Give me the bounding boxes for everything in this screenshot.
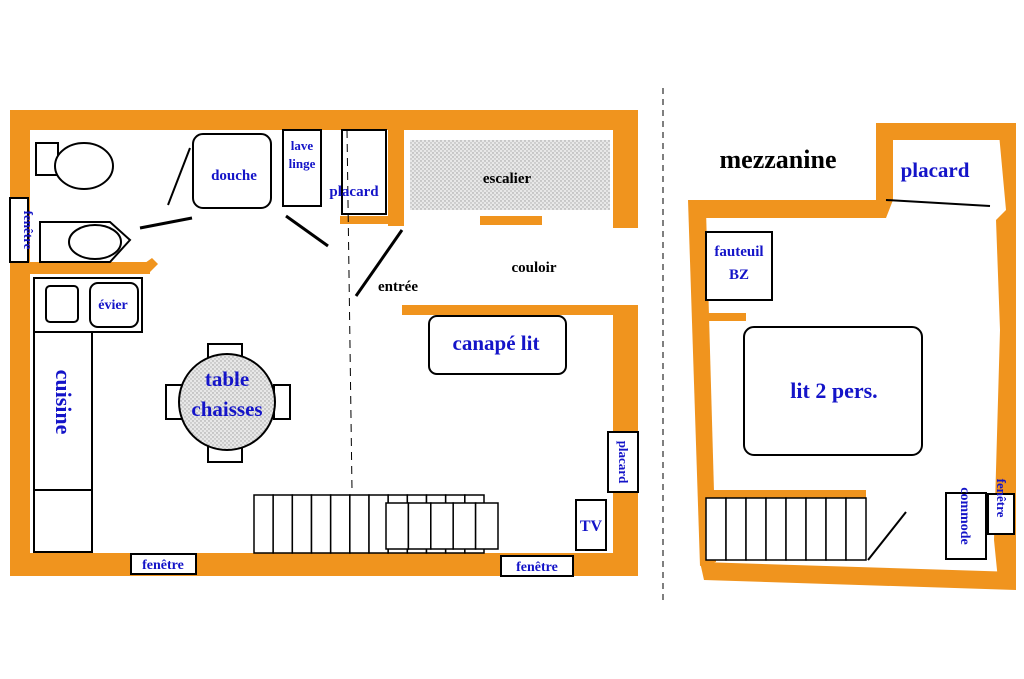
stair-step <box>745 497 767 561</box>
label-tv: TV <box>580 518 603 535</box>
stair-step <box>805 497 827 561</box>
stair-hatch <box>410 140 610 210</box>
label-commode: commode <box>957 487 972 545</box>
label-fenetre-mezz: fenêtre <box>994 479 1009 518</box>
stair-step <box>452 502 477 550</box>
label-canape-lit: canapé lit <box>453 331 540 355</box>
mezz-wall-right <box>994 123 1016 590</box>
washing-machine-box <box>282 129 322 207</box>
label-fauteuil: fauteuil <box>714 244 763 260</box>
mezz-wall-inner <box>706 313 746 321</box>
stair-step <box>705 497 727 561</box>
armchair-box <box>705 231 773 301</box>
wall-kitchen <box>10 262 150 274</box>
stair-step <box>329 494 351 554</box>
label-couloir: couloir <box>512 260 557 276</box>
kitchen-cabinet <box>33 489 93 553</box>
stair-step <box>825 497 847 561</box>
wall-right-upper <box>613 110 638 228</box>
wall-top <box>10 110 638 130</box>
window-bottom-right <box>500 555 574 577</box>
label-fenetre-bottom-left: fenêtre <box>142 558 184 573</box>
mezz-wall-stair <box>706 490 866 498</box>
label-linge: linge <box>289 156 316 171</box>
label-table: table <box>205 367 249 391</box>
stove-icon <box>45 285 79 323</box>
placard-right-box <box>607 431 639 493</box>
label-fenetre-bottom-right: fenêtre <box>516 560 558 575</box>
stair-step <box>291 494 313 554</box>
mezz-wall-bottom <box>700 562 1016 590</box>
mezz-placard-line <box>885 199 991 207</box>
mezz-door-line <box>867 511 907 561</box>
entry-door-line <box>354 229 404 297</box>
wall-stair-corner <box>388 215 404 225</box>
stair-step <box>385 502 410 550</box>
shower-door-line <box>167 147 191 206</box>
bed-box <box>743 326 923 456</box>
tv-box <box>575 499 607 551</box>
stair-step <box>407 502 432 550</box>
wall-stair-mid <box>480 216 542 225</box>
mezz-stairs-icon <box>705 497 867 561</box>
bathroom-sink-icon <box>39 221 132 263</box>
label-chaisses: chaisses <box>191 397 262 421</box>
label-evier: évier <box>98 298 128 313</box>
window-bottom-left <box>130 553 197 575</box>
label-placard-top: placard <box>329 184 379 200</box>
shower-box <box>192 133 272 209</box>
dining-table-icon <box>165 343 291 463</box>
mezz-wall-left <box>688 200 716 566</box>
dresser-box <box>945 492 987 560</box>
stair-step <box>765 497 787 561</box>
stair-step <box>349 494 370 554</box>
kitchen-sink-icon <box>89 282 139 328</box>
ground-floor-plan: douche lave linge placard escalier fenêt… <box>9 110 639 577</box>
sofa-bed-box <box>428 315 567 375</box>
stair-step <box>253 494 274 554</box>
stair-step <box>785 497 807 561</box>
wall-left <box>10 110 30 576</box>
stair-step <box>310 494 332 554</box>
bath-door-line <box>139 216 193 230</box>
wall-placard-bottom <box>340 216 388 224</box>
toilet-icon <box>35 142 114 190</box>
label-fenetre-left: fenêtre <box>21 211 36 250</box>
bath-door-swing <box>285 214 329 248</box>
label-mezzanine: mezzanine <box>720 145 837 174</box>
wall-stair-left <box>388 130 404 226</box>
stair-step <box>474 502 499 550</box>
label-bz: BZ <box>729 267 749 283</box>
wall-living-top <box>402 305 638 315</box>
label-entree: entrée <box>378 279 418 295</box>
mezzanine-plan: mezzanine placard fauteuil BZ lit 2 pers… <box>688 123 1016 590</box>
stair-step <box>272 494 294 554</box>
stair-step <box>430 502 454 550</box>
label-placard-right: placard <box>616 441 631 484</box>
kitchen-counter-side <box>33 331 93 491</box>
stair-step <box>725 497 747 561</box>
label-escalier: escalier <box>483 171 532 187</box>
dashed-line <box>346 129 353 491</box>
label-lave: lave <box>291 138 314 153</box>
label-douche: douche <box>211 168 257 184</box>
label-cuisine: cuisine <box>51 370 76 435</box>
stairs-icon <box>253 494 499 554</box>
placard-top-box <box>341 129 387 215</box>
mezz-window-box <box>987 493 1015 535</box>
mezz-wall-topleft <box>688 200 893 218</box>
label-lit: lit 2 pers. <box>790 378 877 403</box>
label-placard-mezz: placard <box>901 158 970 182</box>
stair-step <box>845 497 867 561</box>
window-left <box>9 197 29 263</box>
wall-kitchen-corner <box>138 258 158 274</box>
